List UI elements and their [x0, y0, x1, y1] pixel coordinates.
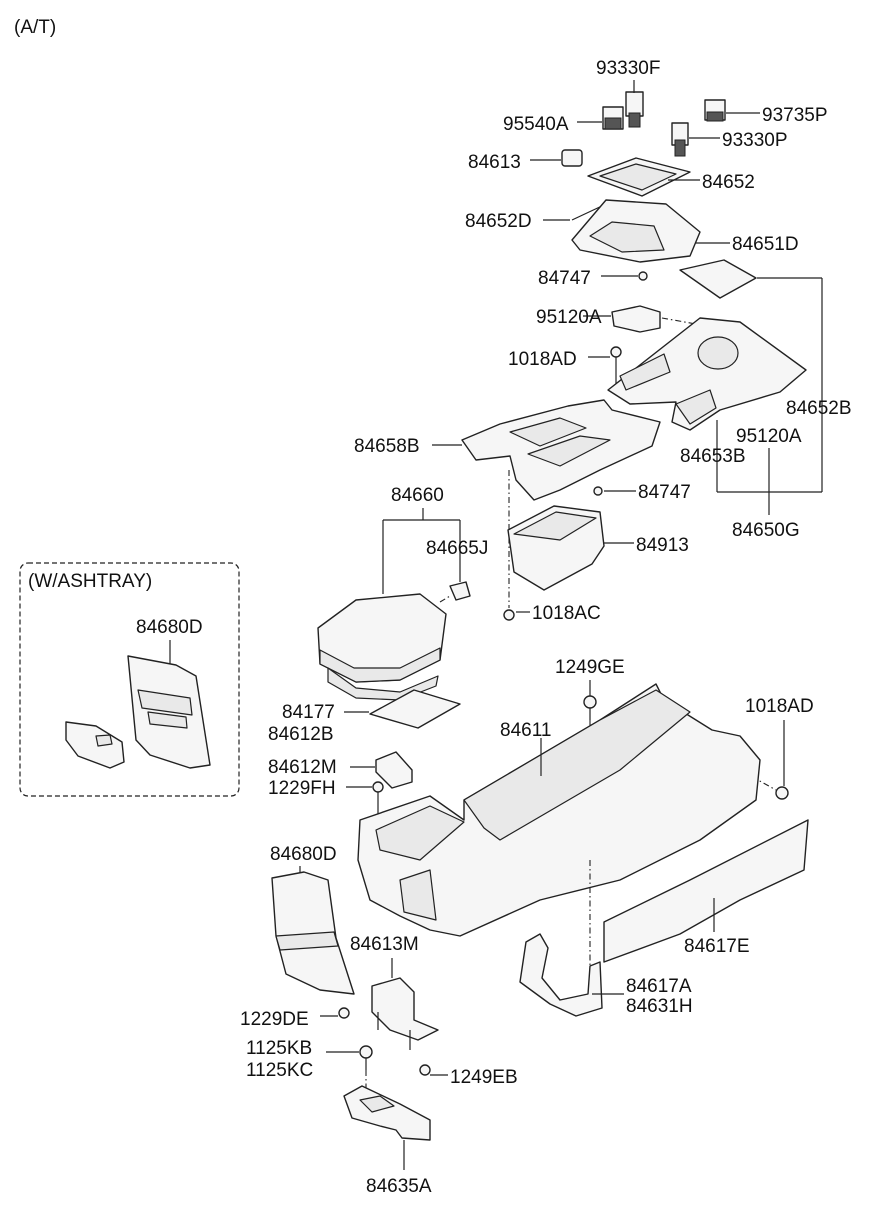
label-84665J: 84665J	[426, 538, 488, 559]
latch-84665J	[449, 581, 471, 601]
label-93735P: 93735P	[762, 105, 828, 126]
label-84611: 84611	[500, 720, 551, 741]
label-1229FH: 1229FH	[268, 778, 336, 799]
label-84660: 84660	[391, 485, 444, 506]
switch-group	[561, 91, 726, 167]
label-84631H: 84631H	[626, 996, 693, 1017]
label-1125KB: 1125KB	[246, 1038, 312, 1059]
ashtray-inset: (W/ASHTRAY) 84680D	[19, 562, 240, 797]
label-84913: 84913	[636, 535, 689, 556]
switch-84613	[561, 149, 583, 167]
label-84652B: 84652B	[786, 398, 852, 419]
label-84653B: 84653B	[680, 446, 746, 467]
bracket-84612M	[375, 751, 413, 789]
label-84617E: 84617E	[684, 936, 750, 957]
label-1018AD-right: 1018AD	[745, 696, 814, 717]
label-84652D: 84652D	[465, 211, 532, 232]
label-84612B: 84612B	[268, 724, 334, 745]
label-95540A: 95540A	[503, 114, 569, 135]
label-84747-lower: 84747	[638, 482, 691, 503]
label-84652: 84652	[702, 172, 755, 193]
pad-84652B	[679, 259, 757, 299]
label-95120A-top: 95120A	[536, 307, 602, 328]
label-84612M: 84612M	[268, 757, 337, 778]
label-84635A: 84635A	[366, 1176, 432, 1197]
label-1249EB: 1249EB	[450, 1067, 518, 1088]
bracket-84635A	[343, 1085, 431, 1141]
label-95120A-right: 95120A	[736, 426, 802, 447]
label-1125KC: 1125KC	[246, 1060, 313, 1081]
label-93330F: 93330F	[596, 58, 660, 79]
label-84658B: 84658B	[354, 436, 420, 457]
inset-ashtray-tray	[65, 721, 125, 769]
label-93330P: 93330P	[722, 130, 788, 151]
label-1018AD-top: 1018AD	[508, 349, 577, 370]
label-84177: 84177	[282, 702, 335, 723]
variant-label: (A/T)	[14, 17, 56, 38]
label-84613: 84613	[468, 152, 521, 173]
switch-93330F	[625, 91, 644, 117]
inset-title: (W/ASHTRAY)	[28, 571, 152, 592]
label-84613M: 84613M	[350, 934, 419, 955]
rear-bracket-84617A	[519, 933, 603, 1017]
label-84651D: 84651D	[732, 234, 799, 255]
side-panel-84617E	[603, 819, 809, 963]
label-1249GE: 1249GE	[555, 657, 625, 678]
inset-frame	[19, 562, 240, 797]
label-1229DE: 1229DE	[240, 1009, 309, 1030]
pad-84177	[369, 689, 461, 729]
lighter-95120A	[611, 305, 661, 333]
inset-part-label: 84680D	[136, 617, 203, 638]
rear-console-panel-84652B	[607, 317, 807, 431]
label-84680D: 84680D	[270, 844, 337, 865]
label-84747-top: 84747	[538, 268, 591, 289]
label-84617A: 84617A	[626, 976, 692, 997]
label-84650G: 84650G	[732, 520, 800, 541]
strip-84652D	[571, 204, 605, 221]
label-1018AC: 1018AC	[532, 603, 601, 624]
bracket-84613M	[371, 977, 439, 1041]
